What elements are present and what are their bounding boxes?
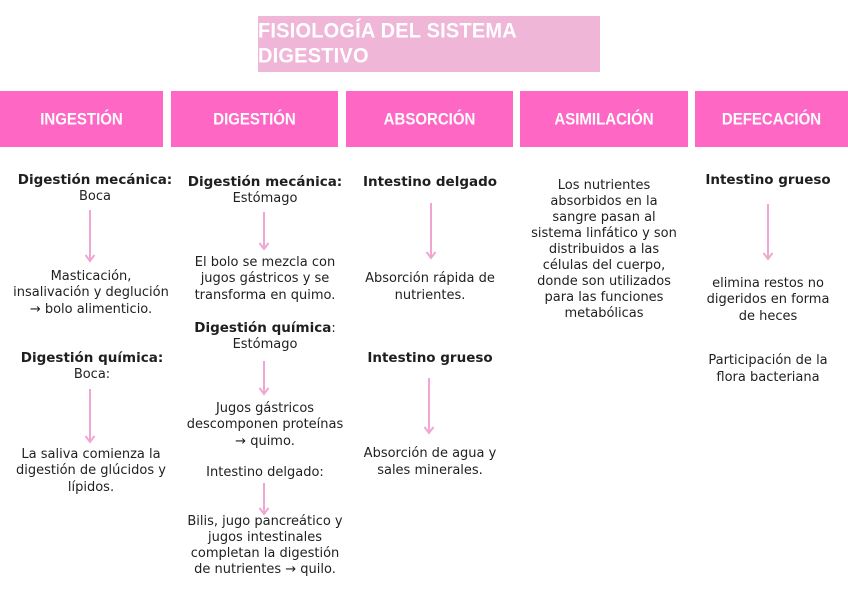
digestion-mech-desc-2: jugos gástricos y se <box>200 271 330 286</box>
assimilation-line: metabólicas <box>564 306 644 321</box>
assimilation-line: distribuidos a las <box>548 242 660 257</box>
assimilation-line: para las funciones <box>544 290 664 305</box>
defecation-extra-1: Participación de la <box>708 353 828 368</box>
arrow-down-icon <box>762 204 774 261</box>
digestion-chem-title: Digestión química <box>194 320 332 336</box>
defecation-desc-3: de heces <box>738 309 798 324</box>
header-assimilation-label: ASIMILACIÓN <box>554 109 654 129</box>
defecation-title: Intestino grueso <box>705 172 831 188</box>
digestion-chem-desc-1: Jugos gástricos <box>215 401 315 416</box>
defecation-desc-2: digeridos en forma <box>706 292 830 307</box>
digestion-mech-organ: Estómago <box>232 191 298 206</box>
digestion-mech-desc-1: El bolo se mezcla con <box>194 255 336 270</box>
absorption-large-desc-2: sales minerales. <box>377 463 483 478</box>
absorption-large-desc-1: Absorción de agua y <box>363 446 497 461</box>
assimilation-line: donde son utilizados <box>537 274 671 289</box>
digestion-chem-colon: : <box>331 321 336 336</box>
arrow-down-icon <box>423 378 435 435</box>
ingestion-chem-title: Digestión química: <box>20 350 164 366</box>
absorption-small-desc-2: nutrientes. <box>394 288 466 303</box>
header-absorption-label: ABSORCIÓN <box>383 109 476 129</box>
title-banner: FISIOLOGÍA DEL SISTEMA DIGESTIVO <box>258 16 600 72</box>
assimilation-line: sangre pasan al <box>552 210 656 225</box>
digestion-intestine-label: Intestino delgado: <box>206 465 324 480</box>
assimilation-line: células del cuerpo, <box>542 258 666 273</box>
digestion-mech-desc-3: transforma en quimo. <box>194 288 336 303</box>
arrow-down-icon <box>84 389 96 444</box>
header-digestion: DIGESTIÓN <box>171 91 338 147</box>
arrow-down-icon <box>425 203 437 260</box>
page-title: FISIOLOGÍA DEL SISTEMA DIGESTIVO <box>258 19 517 68</box>
header-defecation-label: DEFECACIÓN <box>721 109 822 129</box>
assimilation-line: absorbidos en la <box>550 194 658 209</box>
ingestion-chem-desc-3: lípidos. <box>67 480 115 495</box>
ingestion-mech-title: Digestión mecánica: <box>17 172 173 188</box>
ingestion-mech-desc-1: Masticación, <box>50 269 132 284</box>
arrow-down-icon <box>258 361 270 396</box>
digestion-chem-organ: Estómago <box>232 337 298 352</box>
defecation-extra-2: flora bacteriana <box>716 370 820 385</box>
header-ingestion: INGESTIÓN <box>0 91 163 147</box>
digestion-intestine-desc-1: Bilis, jugo pancreático y <box>187 514 343 529</box>
digestion-intestine-desc-3: completan la digestión <box>190 546 340 561</box>
header-absorption: ABSORCIÓN <box>346 91 513 147</box>
ingestion-mech-organ: Boca <box>79 189 111 204</box>
digestion-chem-desc-3: → quimo. <box>235 434 295 449</box>
digestion-chem-desc-2: descomponen proteínas <box>186 417 344 432</box>
digestion-intestine-desc-4: de nutrientes → quilo. <box>194 562 336 577</box>
absorption-small-title: Intestino delgado <box>362 174 498 190</box>
header-assimilation: ASIMILACIÓN <box>520 91 688 147</box>
header-digestion-label: DIGESTIÓN <box>213 109 296 129</box>
assimilation-line: Los nutrientes <box>557 178 651 193</box>
ingestion-mech-desc-2: insalivación y deglución <box>13 285 169 300</box>
ingestion-mech-desc-3: → bolo alimenticio. <box>29 302 153 317</box>
header-defecation: DEFECACIÓN <box>695 91 848 147</box>
arrow-down-icon <box>84 210 96 263</box>
arrow-down-icon <box>258 483 270 516</box>
defecation-desc-1: elimina restos no <box>712 276 824 291</box>
assimilation-line: sistema linfático y son <box>531 226 677 241</box>
arrow-down-icon <box>258 212 270 251</box>
ingestion-chem-desc-2: digestión de glúcidos y <box>16 463 166 478</box>
digestion-mech-title: Digestión mecánica: <box>187 174 343 190</box>
ingestion-chem-desc-1: La saliva comienza la <box>21 447 161 462</box>
ingestion-chem-organ: Boca: <box>73 367 111 382</box>
absorption-large-title: Intestino grueso <box>367 350 493 366</box>
absorption-small-desc-1: Absorción rápida de <box>365 271 495 286</box>
digestion-intestine-desc-2: jugos intestinales <box>208 530 322 545</box>
header-ingestion-label: INGESTIÓN <box>40 109 123 129</box>
digestion-chem-heading: Digestión química: <box>170 320 360 338</box>
